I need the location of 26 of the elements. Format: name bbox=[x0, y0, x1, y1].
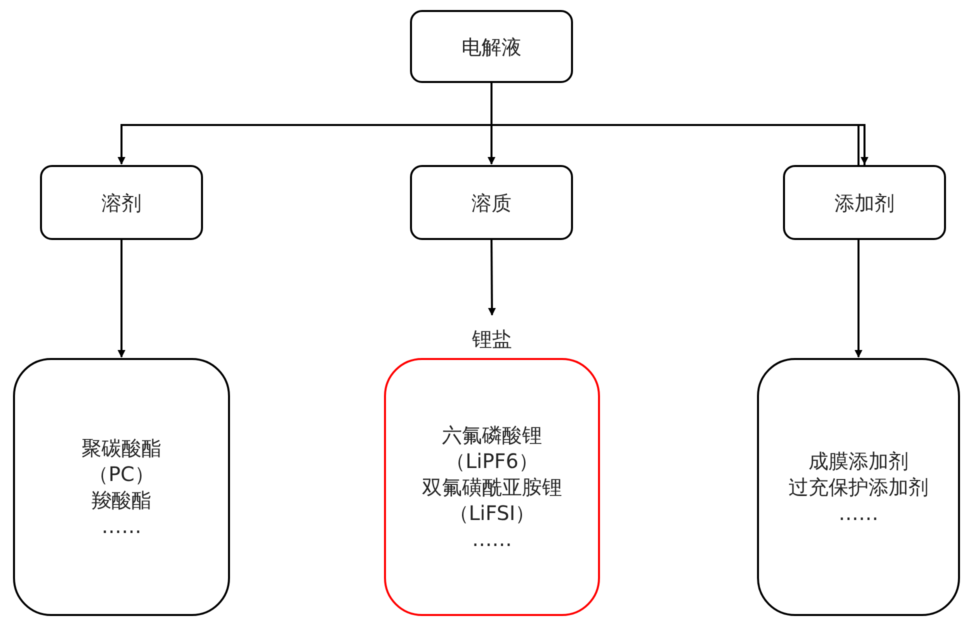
box-text: （LiPF6） bbox=[446, 448, 538, 474]
box-text: 聚碳酸酯 bbox=[82, 435, 162, 461]
box-text: …… bbox=[472, 526, 512, 552]
box-text: 羧酸酯 bbox=[92, 487, 152, 513]
box-text: 添加剂 bbox=[834, 190, 894, 216]
box-text: 过充保护添加剂 bbox=[788, 474, 928, 500]
box-text: 成膜添加剂 bbox=[808, 448, 908, 474]
box-text: …… bbox=[102, 513, 142, 539]
arrow bbox=[118, 240, 126, 358]
box-text: （LiFSI） bbox=[448, 500, 536, 526]
process-box bbox=[410, 165, 573, 240]
rounded-box bbox=[757, 358, 960, 616]
process-box bbox=[783, 165, 946, 240]
arrow bbox=[488, 240, 496, 316]
box-text: （PC） bbox=[88, 461, 155, 487]
node-caption: 锂盐 bbox=[472, 326, 512, 352]
rounded-box bbox=[384, 358, 600, 616]
box-text: …… bbox=[838, 500, 878, 526]
process-box bbox=[40, 165, 203, 240]
box-text: 电解液 bbox=[462, 34, 522, 60]
box-text: 溶质 bbox=[472, 190, 512, 216]
process-box bbox=[410, 10, 573, 83]
box-text: 溶剂 bbox=[102, 190, 142, 216]
box-text: 双氟磺酰亚胺锂 bbox=[422, 474, 562, 500]
box-text: 六氟磷酸锂 bbox=[442, 422, 542, 448]
rounded-box bbox=[13, 358, 230, 616]
